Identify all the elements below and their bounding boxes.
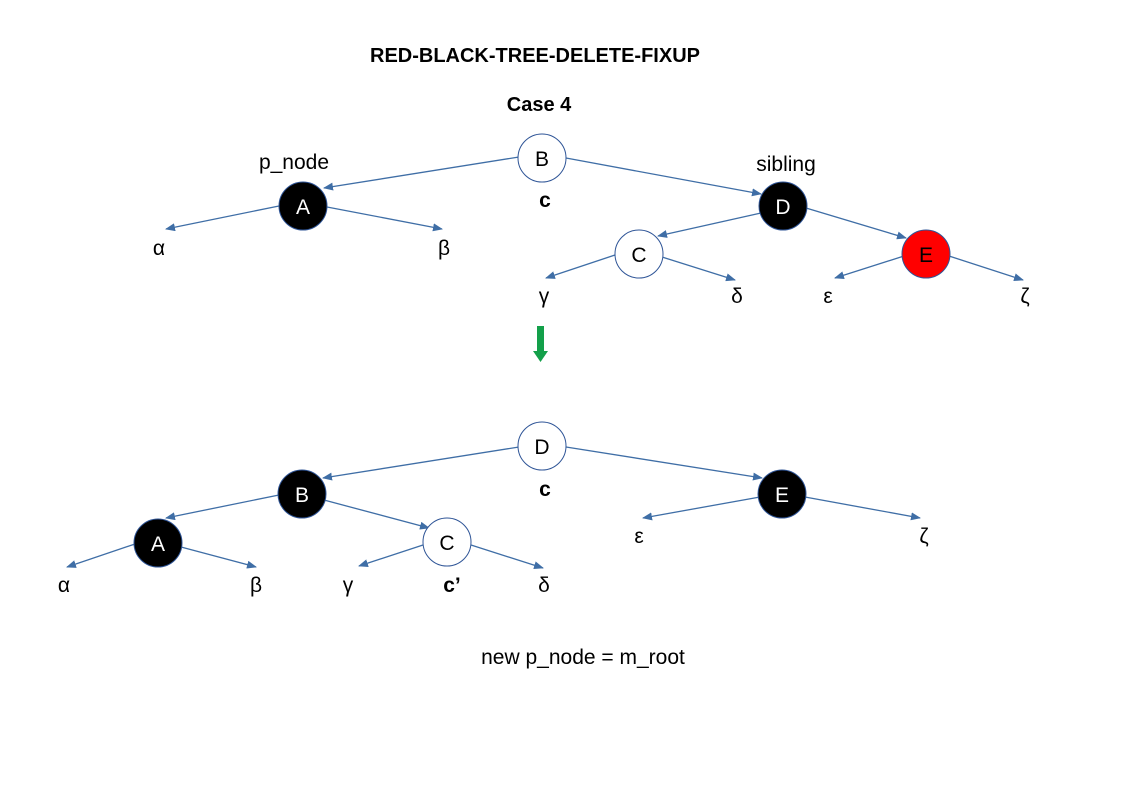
edge-c-gamma	[545, 254, 616, 279]
leaf-delta: δ	[538, 574, 550, 597]
edge-a-beta	[326, 206, 443, 232]
edge-c-delta	[661, 256, 736, 282]
node-e-label: E	[775, 484, 789, 507]
edge-c-delta	[470, 544, 544, 570]
leaf-zeta: ζ	[919, 525, 928, 548]
edge-e-epsilon	[834, 255, 905, 280]
node-c	[422, 517, 472, 567]
edge-d-e	[805, 207, 907, 240]
node-e	[757, 469, 807, 519]
p-node-label: p_node	[259, 151, 329, 174]
leaf-beta: β	[438, 237, 450, 260]
edge-d-b	[322, 446, 520, 481]
leaf-epsilon: ε	[634, 525, 643, 548]
transition-arrow-icon	[533, 326, 548, 362]
leaf-delta: δ	[731, 285, 743, 308]
node-d-label: D	[775, 196, 790, 219]
edge-b-a	[165, 494, 280, 521]
node-b	[277, 469, 327, 519]
edge-b-c	[323, 499, 430, 530]
edge-b-a	[323, 156, 520, 191]
before-tree: B A D C E p_node sibling c α β γ δ ε ζ	[153, 133, 1030, 308]
leaf-alpha: α	[58, 574, 70, 597]
c-label: c	[539, 478, 551, 501]
node-d	[517, 421, 567, 471]
edge-e-zeta	[948, 255, 1024, 282]
edge-d-c	[657, 212, 762, 238]
node-c-label: C	[631, 244, 646, 267]
edge-d-e	[565, 446, 763, 481]
node-b-label: B	[535, 148, 549, 171]
edge-a-alpha	[165, 205, 280, 232]
case-label: Case 4	[507, 94, 572, 116]
node-e-label: E	[919, 244, 933, 267]
leaf-zeta: ζ	[1020, 285, 1029, 308]
sibling-label: sibling	[756, 153, 816, 176]
leaf-beta: β	[250, 574, 262, 597]
leaf-epsilon: ε	[823, 285, 832, 308]
edge-e-epsilon	[642, 496, 761, 521]
node-a	[278, 181, 328, 231]
node-a	[133, 518, 183, 568]
node-b	[517, 133, 567, 183]
edge-e-zeta	[804, 496, 921, 521]
new-p-node-note: new p_node = m_root	[481, 646, 685, 669]
edge-a-alpha	[66, 543, 136, 568]
edge-b-d	[565, 157, 762, 197]
leaf-gamma: γ	[343, 574, 354, 597]
c-label: c	[539, 189, 551, 212]
edge-c-gamma	[358, 544, 424, 567]
edge-a-beta	[180, 546, 257, 569]
node-c-label: C	[439, 532, 454, 555]
after-tree: D B E A C c c’ α β γ δ ε ζ	[58, 421, 929, 597]
node-e	[901, 229, 951, 279]
node-d-label: D	[534, 436, 549, 459]
leaf-gamma: γ	[539, 285, 550, 308]
diagram-title: RED-BLACK-TREE-DELETE-FIXUP	[370, 45, 700, 67]
node-a-label: A	[296, 196, 310, 219]
c-prime-label: c’	[443, 574, 461, 597]
leaf-alpha: α	[153, 237, 165, 260]
node-c	[614, 229, 664, 279]
node-b-label: B	[295, 484, 309, 507]
node-a-label: A	[151, 533, 165, 556]
node-d	[758, 181, 808, 231]
